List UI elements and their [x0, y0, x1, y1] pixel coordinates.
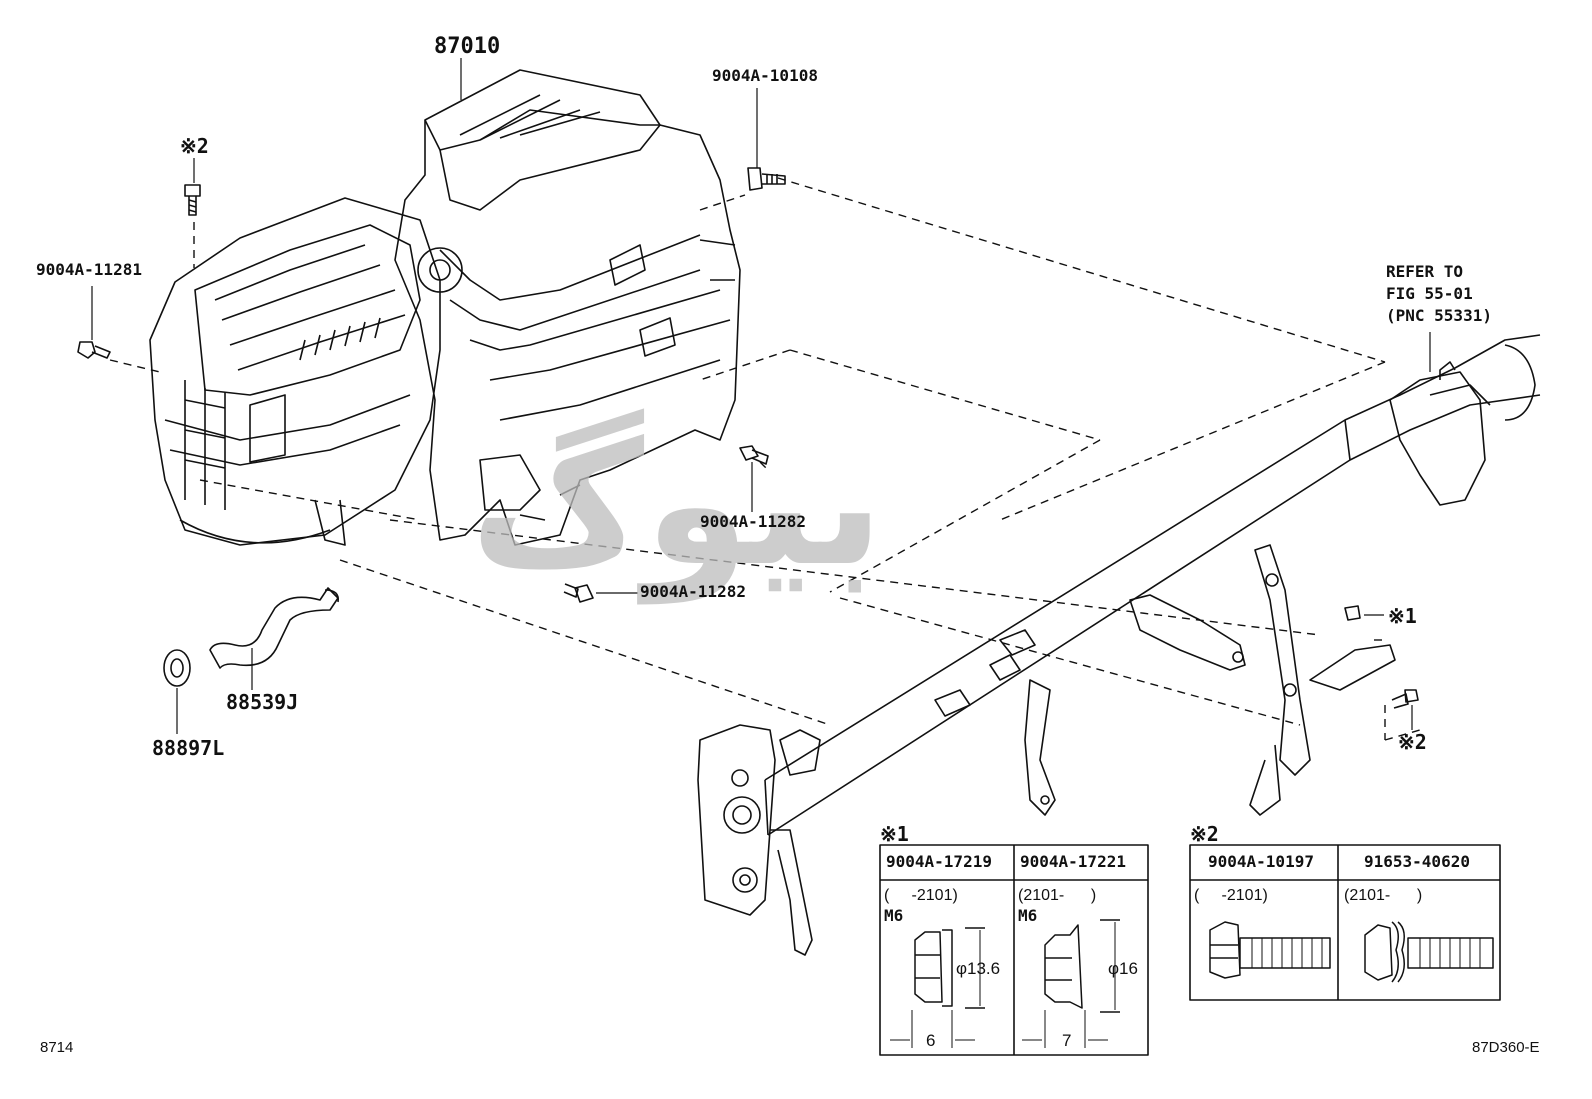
label-grommet: 88897L	[152, 736, 225, 760]
callout-leaders	[91, 58, 1431, 734]
nut-drawing-1	[890, 927, 985, 1048]
watermark-text: بیوگ	[470, 406, 884, 604]
fastener-tables	[879, 844, 1501, 1056]
label-note2-top: ※2	[180, 134, 209, 158]
label-note1-right: ※1	[1388, 604, 1417, 628]
label-hose: 88539J	[226, 690, 299, 714]
bolt-drawing-2	[1364, 921, 1494, 983]
label-bolt-mid: 9004A-11282	[700, 512, 806, 531]
table2-col2-range: (2101- )	[1344, 887, 1423, 904]
table1-col1-diameter: φ13.6	[956, 959, 1001, 978]
table1-col2-diameter: φ16	[1108, 959, 1138, 978]
fasteners-drawing	[77, 167, 1419, 709]
table1-col1-width: 6	[926, 1031, 936, 1050]
table1-col2-size: M6	[1018, 906, 1038, 925]
bolt-drawing-1	[1209, 921, 1331, 979]
table2-col1-part: 9004A-10197	[1208, 852, 1314, 871]
label-note2-right: ※2	[1398, 730, 1427, 754]
table1-col2-width: 7	[1062, 1031, 1072, 1050]
page-code: 8714	[40, 1039, 74, 1056]
nut-drawing-2	[1022, 919, 1120, 1048]
table2-col1-range: ( -2101)	[1194, 887, 1268, 904]
table1-col1-range: ( -2101)	[884, 887, 958, 904]
heater-unit-drawing	[149, 69, 741, 546]
label-screw-top: 9004A-10108	[712, 66, 818, 85]
refer-line-2: FIG 55-01	[1386, 284, 1473, 303]
label-bolt-low: 9004A-11282	[640, 582, 746, 601]
reinforcement-beam-drawing	[697, 334, 1541, 956]
label-bolt-left: 9004A-11281	[36, 260, 142, 279]
table1-col2-range: (2101- )	[1018, 887, 1097, 904]
table1-col1-part: 9004A-17219	[886, 852, 992, 871]
figure-code: 87D360-E	[1472, 1039, 1540, 1056]
table1-mark: ※1	[880, 822, 909, 846]
table1-col1-size: M6	[884, 906, 904, 925]
label-heater-unit: 87010	[434, 34, 501, 59]
table1-col2-part: 9004A-17221	[1020, 852, 1126, 871]
table2-col2-part: 91653-40620	[1364, 852, 1470, 871]
hose-and-grommet-drawing	[163, 587, 340, 687]
refer-line-1: REFER TO	[1386, 262, 1464, 281]
refer-line-3: (PNC 55331)	[1386, 306, 1492, 325]
table2-mark: ※2	[1190, 822, 1219, 846]
